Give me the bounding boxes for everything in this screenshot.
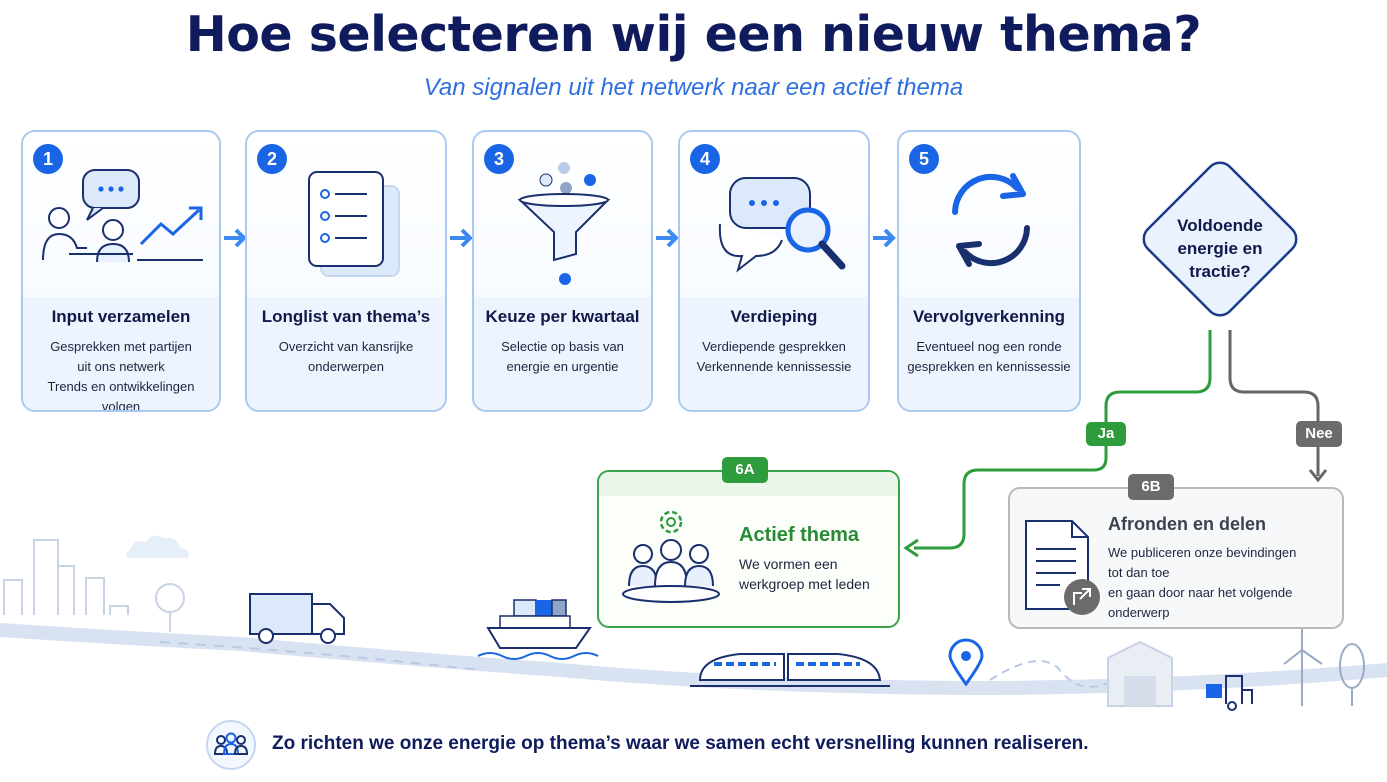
people-talking-chart-icon <box>42 169 203 263</box>
outcome-description-line: werkgroep met leden <box>739 576 870 592</box>
arrow-right-icon <box>224 228 247 248</box>
outcome-card-finish-share: Afronden en delen We publiceren onze bev… <box>1008 487 1344 629</box>
list-document-icon <box>308 171 400 277</box>
wind-turbine-icon <box>1283 628 1323 706</box>
outcome-description-line: en gaan door naar het volgende <box>1108 585 1293 600</box>
step-card-4: 4 Verdieping Verdiepende gesprekken Verk… <box>678 130 870 412</box>
arrow-right-icon <box>873 228 896 248</box>
refresh-cycle-icon <box>952 173 1030 267</box>
no-label: Nee <box>1296 421 1342 447</box>
step-description-line: Overzicht van kansrijke <box>278 339 414 354</box>
decision-line: Voldoende <box>1177 216 1263 235</box>
step-title: Longlist van thema’s <box>261 307 431 326</box>
step-description-line: gesprekken en kennissessie <box>907 359 1071 374</box>
step-description-line: Verkennende kennissessie <box>696 359 852 374</box>
step-title: Verdieping <box>730 307 818 326</box>
yes-label: Ja <box>1086 422 1126 446</box>
step-description-line: Eventueel nog een ronde <box>916 339 1062 354</box>
step-description-line: onderwerpen <box>308 359 384 374</box>
team-gear-icon <box>622 510 720 603</box>
funnel-icon <box>517 162 611 285</box>
decision-question: Voldoende energie en tractie? <box>1160 214 1280 283</box>
outcome-description-line: We publiceren onze bevindingen <box>1108 545 1297 560</box>
decision-diamond <box>1142 161 1298 317</box>
arrow-right-icon <box>450 228 473 248</box>
step-card-1: 1 Input verzamelen Gesprekken met partij… <box>21 130 221 412</box>
step-number-badge: 4 <box>690 144 720 174</box>
group-people-icon <box>213 732 249 755</box>
decision-line: energie en <box>1177 239 1263 258</box>
outcome-description-line: onderwerp <box>1108 605 1170 620</box>
step-title: Keuze per kwartaal <box>485 307 640 326</box>
chat-magnifier-icon <box>718 177 846 273</box>
forklift-icon <box>1206 675 1253 711</box>
outcome-title: Afronden en delen <box>1108 514 1267 534</box>
step-description-line: Trends en ontwikkelingen volgen <box>47 379 195 412</box>
outcome-description-line: We vormen een <box>739 556 838 572</box>
tree-icon <box>1339 643 1365 706</box>
step-number-badge: 3 <box>484 144 514 174</box>
step-description-line: Gesprekken met partijen <box>50 339 192 354</box>
step-description-line: Verdiepende gesprekken <box>702 339 846 354</box>
location-pin-icon <box>948 638 984 687</box>
outcome-title: Actief thema <box>739 524 860 546</box>
arrow-right-icon <box>656 228 679 248</box>
step-number-badge: 2 <box>257 144 287 174</box>
outcome-badge-6a: 6A <box>722 457 768 483</box>
document-share-icon <box>1025 520 1100 615</box>
step-number-badge: 1 <box>33 144 63 174</box>
decision-line: tractie? <box>1189 262 1251 281</box>
truck-icon <box>249 593 345 644</box>
footer-statement: Zo richten we onze energie op thema’s wa… <box>272 733 1089 754</box>
outcome-description-line: tot dan toe <box>1108 565 1170 580</box>
step-title: Input verzamelen <box>51 307 191 326</box>
step-card-2: 2 Longlist van thema’s Overzicht van kan… <box>245 130 447 412</box>
outcome-card-active-theme: Actief thema We vormen een werkgroep met… <box>597 470 900 628</box>
step-description-line: energie en urgentie <box>506 359 619 374</box>
page-subtitle: Van signalen uit het netwerk naar een ac… <box>423 74 964 101</box>
step-card-3: 3 Keuze per kwartaal Selectie op basis v… <box>472 130 653 412</box>
step-title: Vervolgverkenning <box>912 307 1066 326</box>
footer-icon-circle <box>206 720 256 770</box>
page-title: Hoe selecteren wij een nieuw thema? <box>185 6 1202 63</box>
outcome-badge-6b: 6B <box>1128 474 1174 500</box>
transport-landscape-illustration <box>0 535 1387 711</box>
warehouse-icon <box>1107 640 1173 707</box>
step-description-line: uit ons netwerk <box>77 359 165 374</box>
step-card-5: 5 Vervolgverkenning Eventueel nog een ro… <box>897 130 1081 412</box>
step-number-badge: 5 <box>909 144 939 174</box>
step-description-line: Selectie op basis van <box>501 339 624 354</box>
train-icon <box>690 653 890 687</box>
ship-icon <box>477 599 599 660</box>
